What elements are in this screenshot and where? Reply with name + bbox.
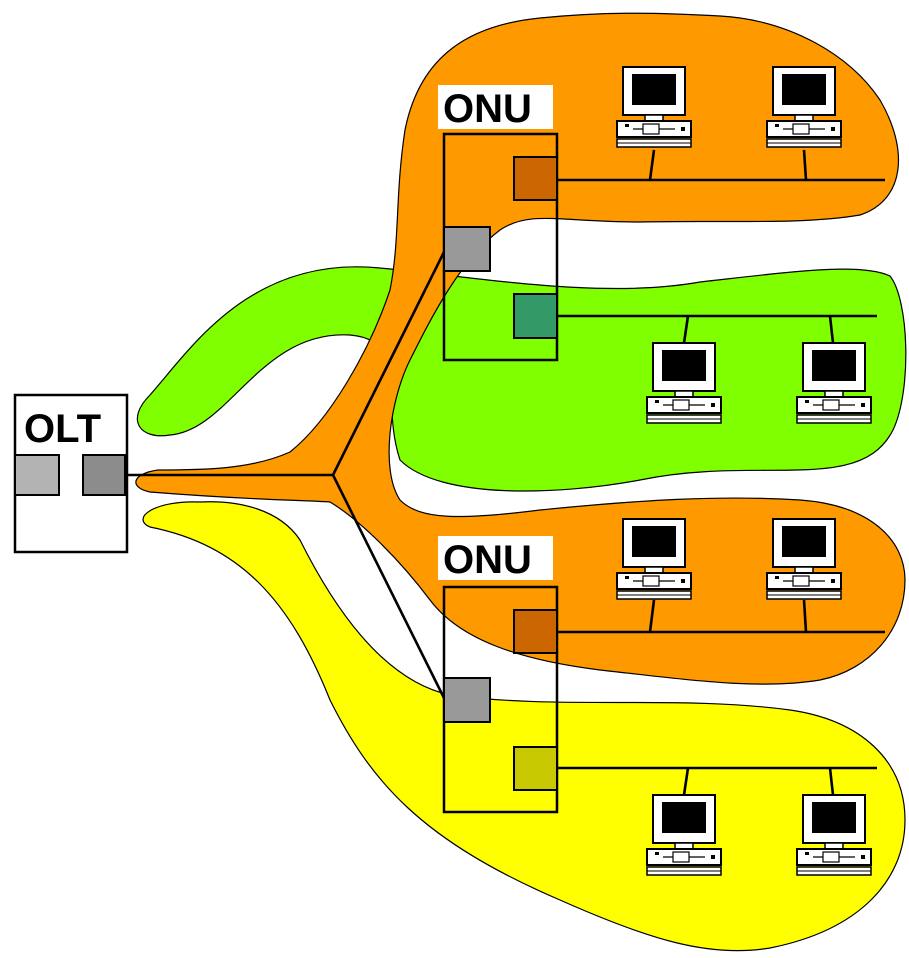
- desktop-computer-icon: [616, 518, 692, 600]
- desktop-computer-icon: [796, 794, 872, 876]
- lan-bus-orange-2: [557, 599, 885, 634]
- lan-bus-yellow: [557, 766, 877, 796]
- desktop-computer-icon: [796, 342, 872, 424]
- olt-port-right: [82, 454, 126, 496]
- onu-2-yellow-port: [513, 746, 558, 791]
- desktop-computer-icon: [646, 342, 722, 424]
- onu-1-uplink-port: [443, 226, 491, 272]
- onu-2-label: ONU: [443, 538, 532, 582]
- onu-2-label-bg: [438, 536, 553, 580]
- desktop-computer-icon: [766, 66, 842, 148]
- lan-bus-green: [557, 314, 877, 344]
- olt-port-left: [14, 454, 60, 496]
- olt-label: OLT: [24, 407, 101, 451]
- desktop-computer-icon: [766, 518, 842, 600]
- lan-bus-orange-1: [557, 149, 885, 182]
- onu-2-uplink-port: [443, 677, 491, 723]
- onu-1-green-port: [513, 293, 558, 339]
- desktop-computer-icon: [616, 66, 692, 148]
- onu-2-orange-port: [513, 609, 558, 654]
- desktop-computer-icon: [646, 794, 722, 876]
- green-service-region: [137, 266, 907, 492]
- fiber-to-onu-2: [331, 474, 447, 701]
- onu-1-orange-port: [513, 156, 558, 201]
- onu-1-label-bg: [438, 85, 553, 129]
- onu-1-label: ONU: [443, 87, 532, 131]
- fiber-to-onu-1: [331, 249, 447, 476]
